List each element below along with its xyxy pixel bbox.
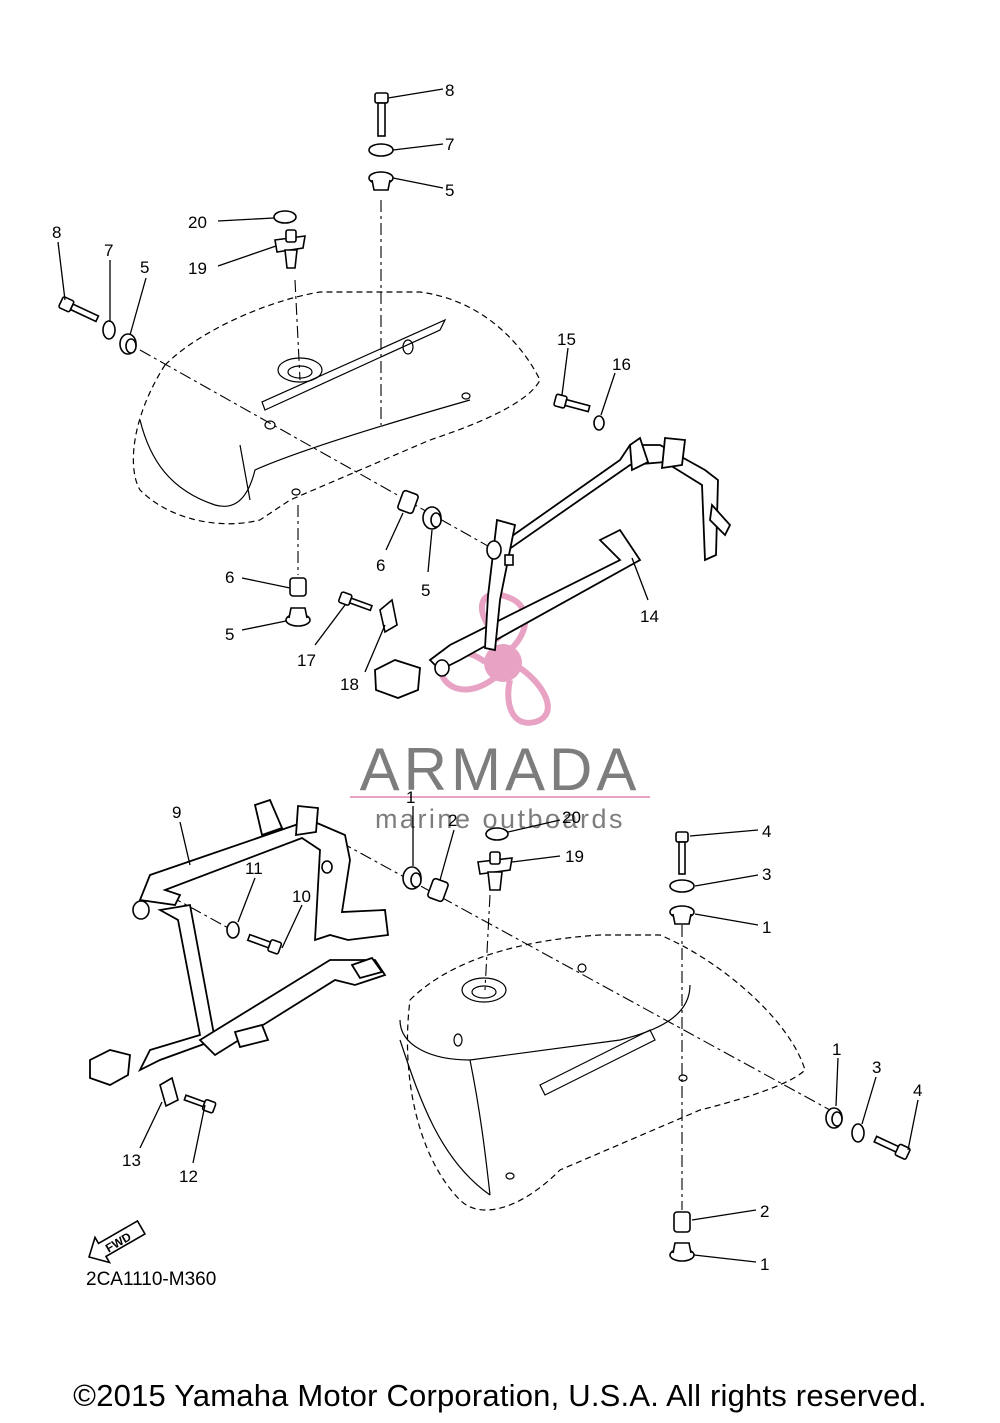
callout-7-top: 7 [445, 135, 454, 154]
callout-4-right: 4 [913, 1081, 922, 1100]
collar-2-bottom-icon [673, 1211, 691, 1233]
callout-3-right: 3 [872, 1058, 881, 1077]
washer-16-icon [593, 415, 605, 431]
callout-19-upper: 19 [188, 259, 207, 278]
plate-18-icon [379, 598, 398, 634]
callout-6-mid: 6 [376, 556, 385, 575]
armada-logo-watermark: ARMADA marine outboards [350, 591, 650, 834]
callout-1-top: 1 [762, 918, 771, 937]
grommet-1-bottom-icon [669, 1242, 695, 1262]
callout-2-upper: 2 [448, 811, 457, 830]
bolt-8-left-icon [58, 296, 100, 323]
grommet-1-right-icon [825, 1107, 843, 1129]
bolt-10-icon [246, 933, 283, 955]
bolt-17-icon [338, 591, 374, 612]
bolt-4-right-icon [873, 1135, 911, 1160]
propeller-icon [436, 591, 551, 726]
diagram-code: 2CA1110-M360 [86, 1269, 217, 1290]
grommet-5-top-icon [368, 171, 394, 191]
callout-17: 17 [297, 651, 316, 670]
grommet-1-upper-icon [402, 866, 422, 890]
callout-12: 12 [179, 1167, 198, 1186]
bolt-8-top-icon [374, 92, 389, 137]
grommet-5-mid-icon [422, 506, 442, 530]
lower-fuel-tank [399, 934, 806, 1211]
callout-8-left: 8 [52, 223, 61, 242]
lower-callouts: 1 2 20 9 11 19 10 4 3 1 13 12 1 3 4 2 1 [122, 788, 922, 1274]
fuel-joint-19-upper-icon [274, 229, 306, 269]
callout-5-lower: 5 [225, 625, 234, 644]
fuel-joint-19-lower-icon [477, 851, 513, 891]
callout-4-top: 4 [762, 822, 771, 841]
upper-hardware [58, 92, 605, 634]
callout-19-lower: 19 [565, 847, 584, 866]
callout-5-left: 5 [140, 258, 149, 277]
callout-5-top: 5 [445, 181, 454, 200]
fwd-arrow-icon: FWD [88, 1219, 147, 1264]
grommet-5-left-icon [119, 333, 137, 355]
callout-11: 11 [245, 859, 263, 878]
washer-3-top-icon [669, 879, 695, 893]
collar-6-lower-icon [289, 577, 307, 597]
seal-20-lower-icon [485, 827, 509, 841]
callout-10: 10 [292, 887, 311, 906]
washer-7-top-icon [368, 143, 394, 157]
upper-callouts: 8 7 5 20 19 8 7 5 15 16 6 5 6 5 14 17 18 [52, 81, 659, 694]
watermark-brand: ARMADA [360, 736, 641, 803]
plate-13-icon [159, 1076, 179, 1108]
bolt-4-top-icon [675, 831, 689, 875]
callout-8-top: 8 [445, 81, 454, 100]
callout-16: 16 [612, 355, 631, 374]
lower-bracket-9 [89, 798, 390, 1086]
callout-18: 18 [340, 675, 359, 694]
washer-11-icon [226, 921, 240, 939]
copyright-notice: ©2015 Yamaha Motor Corporation, U.S.A. A… [73, 1378, 927, 1413]
callout-7-left: 7 [104, 241, 113, 260]
washer-3-right-icon [851, 1123, 865, 1143]
bolt-12-icon [183, 1094, 217, 1114]
callout-6-lower: 6 [225, 568, 234, 587]
callout-15: 15 [557, 330, 576, 349]
upper-bracket-14 [374, 436, 732, 699]
callout-14: 14 [640, 607, 659, 626]
lower-hardware [159, 827, 911, 1262]
callout-2-bottom: 2 [760, 1202, 769, 1221]
bolt-15-icon [553, 393, 591, 413]
callout-9: 9 [172, 803, 181, 822]
collar-6-mid-icon [397, 489, 419, 515]
callout-1-bottom: 1 [760, 1255, 769, 1274]
seal-20-upper-icon [273, 210, 297, 224]
collar-2-upper-icon [427, 877, 449, 903]
callout-20-upper: 20 [188, 213, 207, 232]
callout-1-right: 1 [832, 1040, 841, 1059]
callout-1-upper: 1 [406, 788, 415, 807]
callout-20-lower: 20 [562, 808, 581, 827]
washer-7-left-icon [102, 320, 116, 340]
grommet-1-top-icon [669, 905, 695, 925]
upper-fuel-tank [132, 291, 541, 525]
callout-3-top: 3 [762, 865, 771, 884]
callout-5-mid: 5 [421, 581, 430, 600]
grommet-5-lower-icon [285, 607, 311, 627]
callout-13: 13 [122, 1151, 141, 1170]
